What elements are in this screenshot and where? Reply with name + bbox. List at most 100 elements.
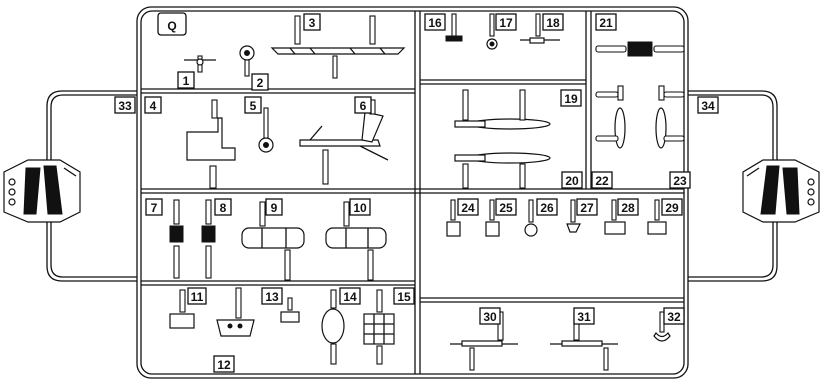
- svg-text:2: 2: [257, 76, 264, 90]
- part-23: [655, 85, 685, 149]
- tag-6: 6: [354, 96, 372, 114]
- left-end-tab: [3, 159, 81, 223]
- svg-text:12: 12: [217, 358, 231, 372]
- part-25: [485, 199, 500, 237]
- tag-19: 19: [560, 89, 582, 107]
- svg-text:16: 16: [428, 16, 442, 30]
- tag-15: 15: [393, 287, 415, 305]
- tag-17: 17: [495, 13, 517, 31]
- sprue-outer-frame: [136, 6, 689, 379]
- svg-text:33: 33: [118, 99, 132, 113]
- tag-22: 22: [591, 171, 613, 189]
- tag-4: 4: [144, 96, 162, 114]
- part-27: [566, 199, 581, 233]
- tag-10: 10: [349, 198, 371, 216]
- tag-25: 25: [495, 198, 517, 216]
- svg-text:8: 8: [220, 201, 227, 215]
- svg-text:23: 23: [673, 174, 687, 188]
- svg-text:15: 15: [397, 290, 411, 304]
- part-11: [169, 289, 195, 329]
- tag-11: 11: [187, 287, 207, 305]
- svg-text:1: 1: [183, 74, 190, 88]
- tag-33: 33: [114, 96, 136, 114]
- part-2: [239, 45, 255, 77]
- svg-text:3: 3: [309, 16, 316, 30]
- tag-28: 28: [617, 198, 639, 216]
- svg-text:32: 32: [667, 310, 681, 324]
- part-12: [216, 287, 255, 337]
- tag-34: 34: [697, 96, 719, 114]
- tag-3: 3: [303, 13, 321, 31]
- part-24: [446, 199, 461, 237]
- part-number-tags: 1 2 3 4 5 6 7 8 9 10 11 12 13 14 15 16 1…: [114, 13, 719, 373]
- part-13: [280, 297, 300, 323]
- part-22: [595, 85, 626, 149]
- svg-text:5: 5: [250, 99, 257, 113]
- svg-text:31: 31: [577, 310, 591, 324]
- right-end-tab: [742, 159, 820, 223]
- part-18: [520, 13, 560, 44]
- tag-29: 29: [661, 198, 683, 216]
- svg-text:Q: Q: [167, 19, 176, 33]
- part-29: [647, 199, 667, 235]
- tag-9: 9: [265, 198, 283, 216]
- tag-7: 7: [145, 198, 163, 216]
- tag-14: 14: [339, 287, 361, 305]
- tag-16: 16: [424, 13, 446, 31]
- svg-text:22: 22: [595, 174, 609, 188]
- svg-text:27: 27: [580, 201, 594, 215]
- svg-text:30: 30: [483, 310, 497, 324]
- tag-31: 31: [573, 307, 595, 325]
- tag-18: 18: [542, 13, 564, 31]
- svg-text:34: 34: [701, 99, 715, 113]
- svg-text:29: 29: [665, 201, 679, 215]
- part-4: [186, 99, 236, 189]
- part-14: [321, 289, 345, 365]
- svg-text:9: 9: [271, 201, 278, 215]
- part-7: [169, 199, 184, 279]
- svg-text:17: 17: [499, 16, 513, 30]
- tag-13: 13: [261, 287, 283, 305]
- svg-text:26: 26: [540, 201, 554, 215]
- part-8: [201, 199, 216, 279]
- part-6: [299, 99, 389, 185]
- svg-text:7: 7: [151, 201, 158, 215]
- svg-text:10: 10: [353, 201, 367, 215]
- svg-text:28: 28: [621, 201, 635, 215]
- part-26: [524, 199, 538, 237]
- part-16: [445, 13, 463, 42]
- svg-text:21: 21: [599, 16, 613, 30]
- part-20: [454, 152, 551, 189]
- svg-text:19: 19: [564, 92, 578, 106]
- part-1: [184, 55, 216, 73]
- tag-12: 12: [213, 355, 235, 373]
- part-32: [653, 311, 671, 342]
- part-17: [486, 13, 498, 50]
- sprue-letter-tag: Q: [157, 12, 187, 36]
- part-15: [363, 289, 395, 365]
- part-31: [550, 311, 618, 371]
- svg-text:6: 6: [360, 99, 367, 113]
- part-30: [450, 311, 518, 371]
- tag-5: 5: [244, 96, 262, 114]
- svg-text:25: 25: [499, 201, 513, 215]
- tag-26: 26: [536, 198, 558, 216]
- part-10: [325, 201, 387, 281]
- part-19: [454, 89, 551, 130]
- svg-text:24: 24: [461, 201, 475, 215]
- part-5: [258, 107, 274, 153]
- tag-27: 27: [576, 198, 598, 216]
- svg-text:11: 11: [191, 290, 204, 304]
- tag-20: 20: [561, 171, 583, 189]
- tag-32: 32: [663, 307, 685, 325]
- svg-text:4: 4: [150, 99, 157, 113]
- part-21: [595, 41, 685, 57]
- part-28: [604, 199, 626, 235]
- svg-text:13: 13: [265, 290, 279, 304]
- svg-text:14: 14: [343, 290, 357, 304]
- tag-24: 24: [457, 198, 479, 216]
- tag-2: 2: [251, 73, 269, 91]
- svg-text:18: 18: [546, 16, 560, 30]
